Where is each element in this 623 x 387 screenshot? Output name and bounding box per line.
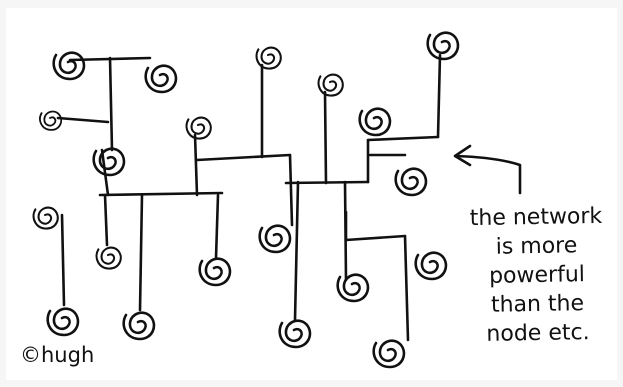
network-lines	[58, 55, 440, 340]
caption-line: node etc.	[463, 318, 613, 350]
arrow-icon	[455, 146, 520, 193]
caption-line: than the	[462, 289, 612, 321]
caption-line: is more	[461, 231, 611, 263]
caption-text: the network is more powerful than the no…	[461, 202, 614, 350]
caption-line: powerful	[462, 260, 612, 292]
signature: ©hugh	[20, 343, 94, 367]
caption-line: the network	[461, 202, 611, 234]
network-nodes	[34, 33, 458, 367]
